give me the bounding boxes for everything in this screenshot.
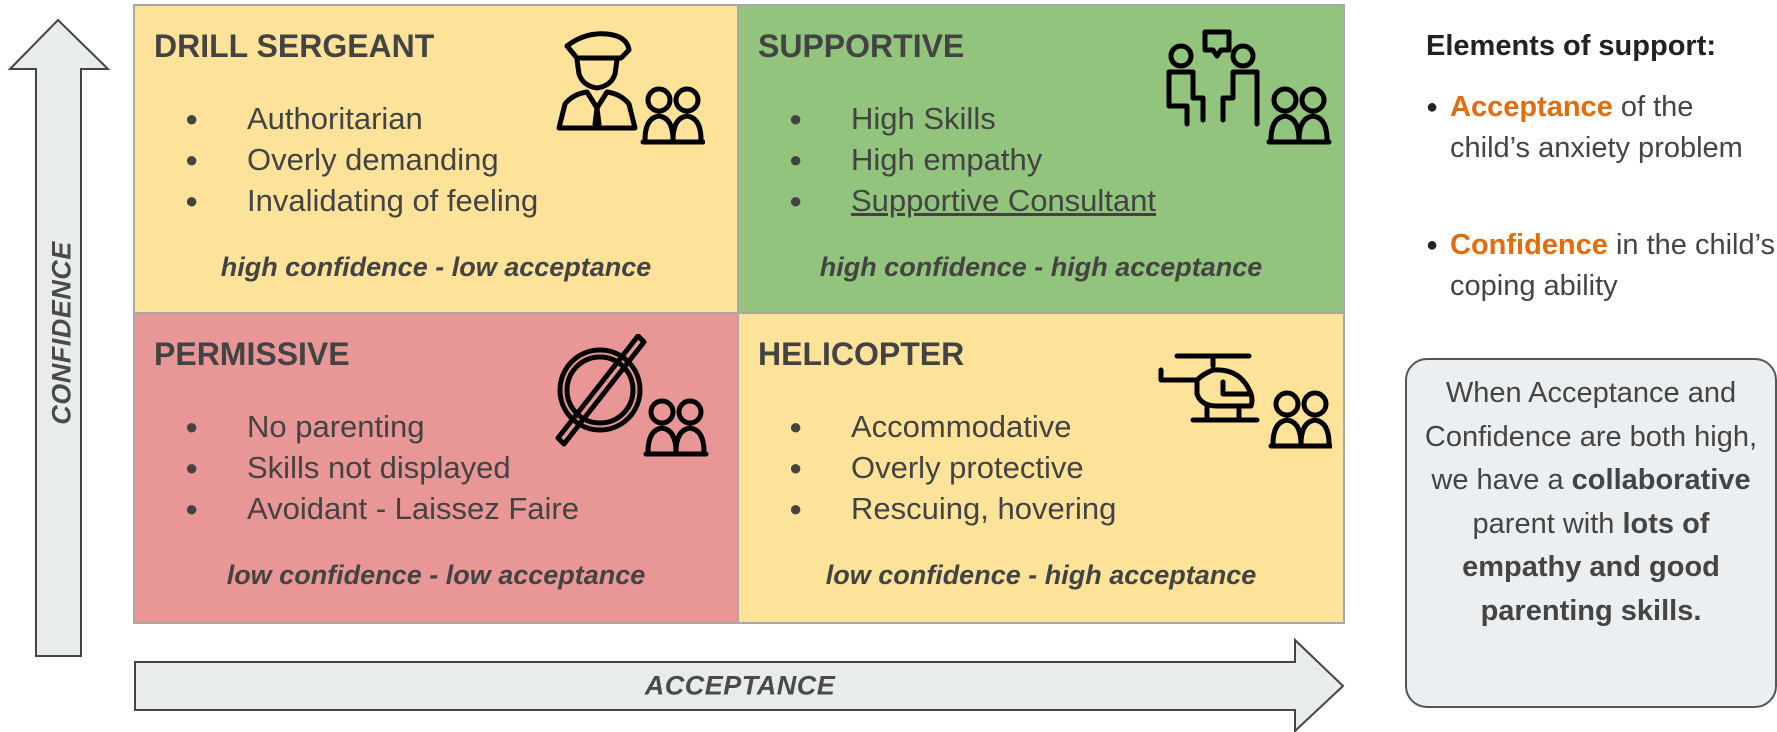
- quadrant-permissive: PERMISSIVE ●No parenting ●Skills not dis…: [133, 312, 739, 624]
- callout-bold-text: collaborative: [1571, 464, 1751, 496]
- confidence-axis-label: CONFIDENCE: [46, 241, 77, 425]
- conversation-with-family-icon: [1166, 29, 1332, 145]
- acceptance-axis-arrow: [134, 637, 1345, 732]
- support-element-text: of the child’s anxiety problem: [1450, 91, 1743, 164]
- list-item: ●Accommodative: [789, 406, 1116, 447]
- list-item: ●Overly protective: [789, 447, 1116, 488]
- quadrant-footer: low confidence - low acceptance: [226, 560, 646, 590]
- support-element-text: in the child’s coping ability: [1450, 229, 1776, 302]
- list-item: ●Authoritarian: [185, 98, 538, 139]
- quadrant-footer: high confidence - high acceptance: [819, 252, 1263, 282]
- support-element-confidence: ● Confidence in the child’s coping abili…: [1426, 225, 1777, 307]
- highlight-term: Confidence: [1450, 229, 1608, 261]
- bullet-icon: ●: [185, 106, 199, 131]
- quadrant-footer: low confidence - high acceptance: [825, 560, 1257, 590]
- bullet-icon: ●: [185, 496, 199, 521]
- bullet-icon: ●: [789, 414, 803, 439]
- list-item: ●Rescuing, hovering: [789, 488, 1116, 529]
- support-element-acceptance: ● Acceptance of the child’s anxiety prob…: [1426, 87, 1777, 169]
- elements-of-support-title: Elements of support:: [1426, 30, 1717, 62]
- callout-text: When Acceptance and Confidence are both …: [1424, 377, 1758, 496]
- helicopter-with-family-icon: [1158, 353, 1332, 449]
- quadrant-title: SUPPORTIVE: [758, 28, 965, 64]
- list-item-link[interactable]: ●Supportive Consultant: [789, 180, 1156, 221]
- list-item: ●No parenting: [185, 406, 579, 447]
- callout-bold-text: lots of empathy and good parenting skill…: [1462, 507, 1720, 627]
- quadrant-title: PERMISSIVE: [154, 336, 350, 372]
- officer-with-family-icon: [556, 31, 705, 145]
- confidence-axis-arrow: [7, 18, 111, 657]
- bullet-icon: ●: [789, 147, 803, 172]
- quadrant-drill-sergeant: DRILL SERGEANT ●Authoritarian ●Overly de…: [133, 4, 739, 314]
- list-item: ●Skills not displayed: [185, 447, 579, 488]
- list-item: ●Overly demanding: [185, 139, 538, 180]
- empty-set-with-family-icon: [555, 334, 709, 457]
- acceptance-axis-label: ACCEPTANCE: [644, 670, 836, 701]
- quadrant-title: DRILL SERGEANT: [154, 28, 435, 64]
- trait-list: ●No parenting ●Skills not displayed ●Avo…: [185, 406, 579, 529]
- highlight-term: Acceptance: [1450, 91, 1613, 123]
- bullet-icon: ●: [789, 188, 803, 213]
- quadrant-title: HELICOPTER: [758, 336, 965, 372]
- quadrant-footer: high confidence - low acceptance: [220, 252, 652, 282]
- trait-list: ●High Skills ●High empathy ●Supportive C…: [789, 98, 1156, 221]
- quadrant-helicopter: HELICOPTER ●Accommodative ●Overly protec…: [737, 312, 1345, 624]
- list-item: ●Invalidating of feeling: [185, 180, 538, 221]
- bullet-icon: ●: [1426, 96, 1439, 118]
- bullet-icon: ●: [185, 414, 199, 439]
- trait-list: ●Authoritarian ●Overly demanding ●Invali…: [185, 98, 538, 221]
- bullet-icon: ●: [185, 147, 199, 172]
- callout-text: parent with: [1472, 507, 1615, 540]
- bullet-icon: ●: [1426, 234, 1439, 256]
- bullet-icon: ●: [789, 496, 803, 521]
- quadrant-supportive: SUPPORTIVE ●High Skills ●High empathy ●S…: [737, 4, 1345, 314]
- list-item: ●Avoidant - Laissez Faire: [185, 488, 579, 529]
- bullet-icon: ●: [789, 106, 803, 131]
- trait-list: ●Accommodative ●Overly protective ●Rescu…: [789, 406, 1116, 529]
- bullet-icon: ●: [185, 455, 199, 480]
- list-item: ●High Skills: [789, 98, 1156, 139]
- bullet-icon: ●: [789, 455, 803, 480]
- list-item: ●High empathy: [789, 139, 1156, 180]
- collaborative-parent-callout: When Acceptance and Confidence are both …: [1405, 358, 1777, 708]
- bullet-icon: ●: [185, 188, 199, 213]
